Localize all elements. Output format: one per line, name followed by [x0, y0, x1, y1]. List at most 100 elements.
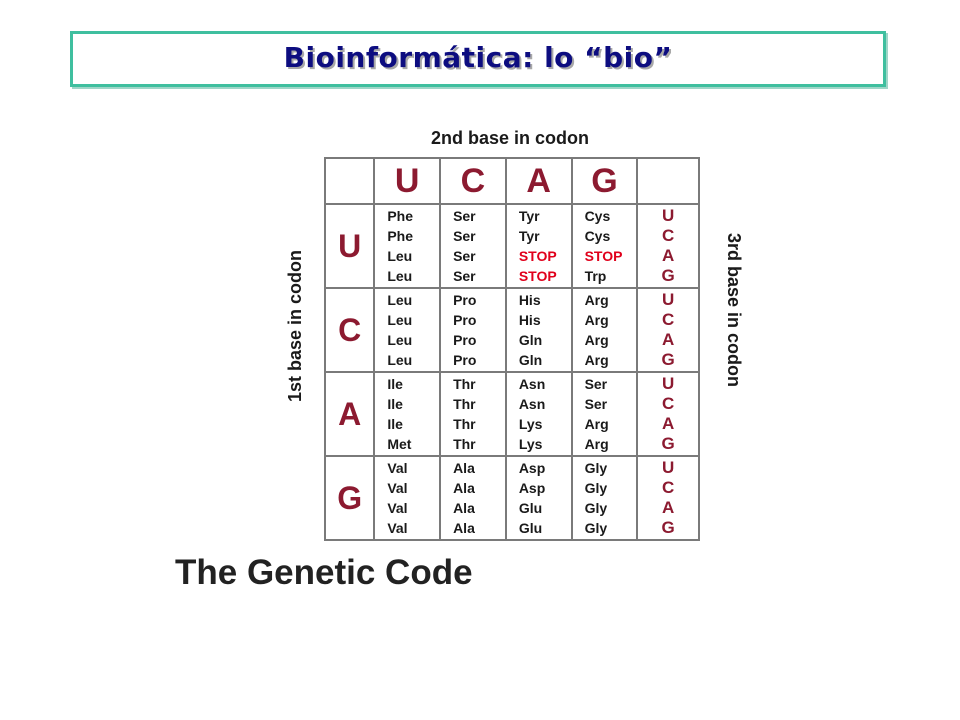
- amino-acid-label: Thr: [453, 416, 476, 432]
- amino-acid-label: Phe: [387, 228, 413, 244]
- amino-acid-label: Arg: [584, 292, 609, 308]
- third-base-letter: U: [662, 290, 675, 309]
- amino-acid-label: Val: [387, 500, 408, 516]
- third-base-letter: C: [662, 226, 675, 245]
- amino-acid-label: Ser: [453, 228, 476, 244]
- third-base-letter: U: [662, 458, 675, 477]
- second-base-G: G: [570, 157, 639, 205]
- third-base-letter: A: [662, 246, 675, 265]
- amino-acid-label: His: [518, 292, 541, 308]
- third-base-letter: C: [662, 478, 675, 497]
- amino-acid-label: Cys: [584, 228, 611, 244]
- amino-acid-label: Leu: [387, 332, 413, 348]
- third-base-letter: U: [662, 206, 675, 225]
- amino-acid-label: Val: [387, 520, 408, 536]
- amino-acid-label: Ser: [584, 396, 608, 412]
- amino-acid-label: Ala: [453, 460, 475, 476]
- amino-acid-label: Arg: [584, 332, 609, 348]
- amino-acid-label: Glu: [518, 520, 543, 536]
- amino-acid-label: Gly: [584, 500, 608, 516]
- header-row: U C A G: [323, 157, 700, 205]
- second-base-A: A: [504, 157, 573, 205]
- amino-acid-label: Pro: [453, 312, 477, 328]
- amino-acid-label: Thr: [453, 396, 476, 412]
- first-base-cell: C: [323, 287, 376, 373]
- amino-acid-label: Asn: [518, 396, 546, 412]
- amino-acid-label: Gly: [584, 520, 608, 536]
- amino-acid-label: Lys: [518, 436, 543, 452]
- second-base-C: C: [439, 157, 507, 205]
- amino-acid-label: Asp: [518, 480, 546, 496]
- third-base-letter: A: [662, 330, 675, 349]
- amino-acid-label: Met: [387, 436, 412, 452]
- amino-acid-label: Ala: [453, 500, 475, 516]
- amino-acid-label: Arg: [584, 416, 609, 432]
- third-base-letter: A: [662, 498, 675, 517]
- amino-acid-label: Phe: [387, 208, 413, 224]
- amino-acid-label: Pro: [453, 332, 477, 348]
- stop-codon-label: STOP: [584, 248, 623, 264]
- amino-acid-label: Asp: [518, 460, 546, 476]
- third-base-axis-label: 3rd base in codon: [724, 232, 744, 388]
- amino-acid-label: His: [518, 312, 541, 328]
- amino-acid-label: Ser: [453, 268, 476, 284]
- third-base-letter: C: [662, 394, 675, 413]
- genetic-code-caption: The Genetic Code: [175, 553, 473, 592]
- amino-acid-label: Thr: [453, 376, 476, 392]
- amino-acid-label: Ala: [453, 520, 475, 536]
- amino-acid-label: Leu: [387, 292, 413, 308]
- amino-acid-label: Ser: [584, 376, 608, 392]
- amino-acid-label: Cys: [584, 208, 611, 224]
- second-base-U: U: [373, 157, 442, 205]
- amino-acid-label: Val: [387, 460, 408, 476]
- amino-acid-label: Arg: [584, 352, 609, 368]
- amino-acid-label: Leu: [387, 312, 413, 328]
- third-base-letter: G: [661, 266, 675, 285]
- third-base-letter: U: [662, 374, 675, 393]
- amino-acid-label: Leu: [387, 248, 413, 264]
- third-base-letter: A: [662, 414, 675, 433]
- amino-acid-label: Leu: [387, 352, 413, 368]
- amino-acid-label: Gln: [518, 352, 543, 368]
- third-base-letter: G: [661, 518, 675, 537]
- first-base-cell: G: [323, 455, 376, 541]
- first-base-cell: U: [323, 203, 376, 289]
- amino-acid-label: Thr: [453, 436, 476, 452]
- amino-acid-label: Tyr: [518, 208, 540, 224]
- amino-acid-label: Ile: [387, 416, 403, 432]
- amino-acid-label: Glu: [518, 500, 543, 516]
- amino-acid-label: Ile: [387, 396, 403, 412]
- title-box: Bioinformática: lo “bio”: [70, 31, 886, 87]
- amino-acid-label: Leu: [387, 268, 413, 284]
- corner-cell: [636, 157, 700, 205]
- slide-title: Bioinformática: lo “bio”: [283, 41, 673, 74]
- amino-acid-label: Gly: [584, 480, 608, 496]
- amino-acid-label: Pro: [453, 292, 477, 308]
- amino-acid-label: Lys: [518, 416, 543, 432]
- amino-acid-label: Ala: [453, 480, 475, 496]
- amino-acid-label: Ser: [453, 208, 476, 224]
- amino-acid-label: Trp: [584, 268, 607, 284]
- amino-acid-label: Val: [387, 480, 408, 496]
- third-base-letter: G: [661, 350, 675, 369]
